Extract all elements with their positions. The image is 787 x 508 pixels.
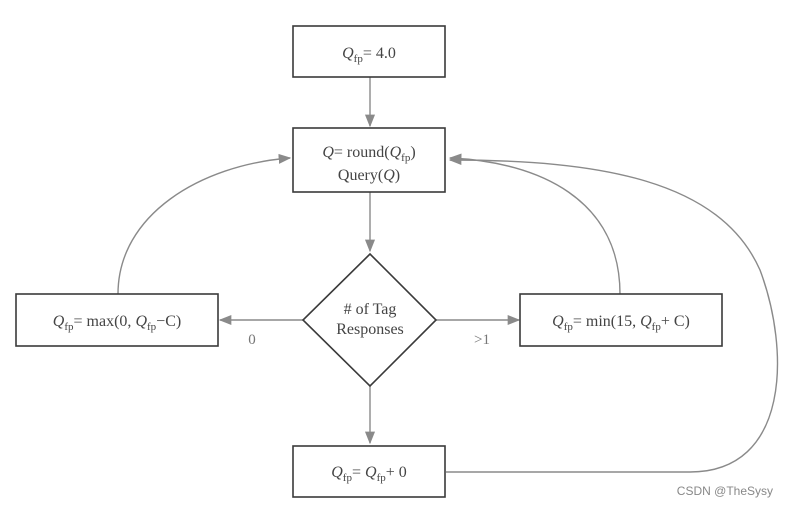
- nochange-var: Q: [331, 464, 343, 481]
- node-init: Qfp= 4.0: [292, 25, 446, 78]
- query-line2-end: ): [395, 167, 400, 184]
- edge-increase-to-query: [448, 153, 621, 295]
- svg-text:Qfp= min(15, Qfp+ C): Qfp= min(15, Qfp+ C): [552, 313, 690, 333]
- edge-nochange-to-query: [446, 154, 779, 473]
- node-nochange: Qfp= Qfp+ 0: [292, 445, 446, 498]
- init-rest: = 4.0: [363, 45, 396, 62]
- decrease-mid: = max(0,: [74, 313, 136, 330]
- decrease-var2: Q: [135, 313, 147, 330]
- query-line1-sub2: fp: [401, 152, 411, 164]
- decrease-var: Q: [53, 313, 65, 330]
- watermark: CSDN @TheSysy: [676, 484, 773, 498]
- node-increase: Qfp= min(15, Qfp+ C): [519, 293, 723, 347]
- nochange-mid: =: [352, 464, 365, 481]
- edge-decrease-to-query: [117, 153, 292, 295]
- svg-text:Qfp= max(0, Qfp−C): Qfp= max(0, Qfp−C): [53, 313, 181, 333]
- edge-label-zero: 0: [248, 332, 256, 348]
- increase-var2: Q: [640, 313, 652, 330]
- query-line1-end: ): [410, 144, 415, 161]
- nochange-var2: Q: [365, 464, 377, 481]
- query-line2-var: Q: [383, 167, 395, 184]
- init-var: Q: [342, 45, 354, 62]
- svg-text:Query(Q): Query(Q): [338, 167, 400, 184]
- edge-label-many: >1: [474, 332, 490, 348]
- query-line2-pre: Query(: [338, 167, 383, 184]
- svg-text:Q= round(Qfp): Q= round(Qfp): [322, 144, 415, 164]
- increase-var: Q: [552, 313, 564, 330]
- decrease-sub: fp: [64, 321, 74, 333]
- query-line1-var: Q: [322, 144, 334, 161]
- svg-text:Qfp= 4.0: Qfp= 4.0: [342, 45, 396, 65]
- node-query: Q= round(Qfp) Query(Q): [292, 127, 446, 193]
- node-decision: # of Tag Responses: [301, 252, 438, 388]
- increase-mid: = min(15,: [573, 313, 640, 330]
- decrease-end: −C): [156, 313, 181, 330]
- query-line1-mid: = round(: [334, 144, 390, 161]
- svg-text:Qfp= Qfp+ 0: Qfp= Qfp+ 0: [331, 464, 407, 484]
- query-line1-var2: Q: [390, 144, 402, 161]
- init-sub: fp: [354, 53, 364, 65]
- increase-sub2: fp: [652, 321, 662, 333]
- decision-line2: Responses: [336, 321, 404, 338]
- increase-sub: fp: [564, 321, 574, 333]
- increase-end: + C): [661, 313, 690, 330]
- node-decrease: Qfp= max(0, Qfp−C): [15, 293, 219, 347]
- nochange-sub: fp: [343, 472, 353, 484]
- decrease-sub2: fp: [147, 321, 157, 333]
- decision-line1: # of Tag: [344, 301, 397, 318]
- nochange-end: + 0: [386, 464, 407, 481]
- nochange-sub2: fp: [377, 472, 387, 484]
